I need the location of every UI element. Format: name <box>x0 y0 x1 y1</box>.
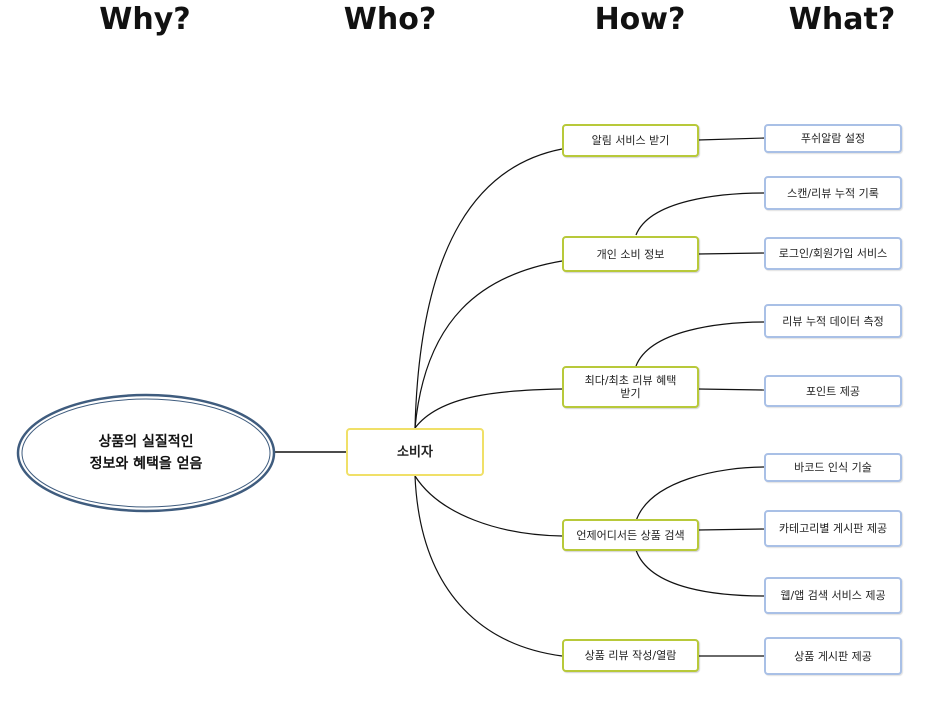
what-node: 카테고리별 게시판 제공 <box>764 510 902 547</box>
link-actor-how-1 <box>414 148 563 429</box>
root-ellipse-inner <box>21 398 271 508</box>
what-node: 푸쉬알람 설정 <box>764 124 902 153</box>
link-how4-what-7 <box>697 528 766 531</box>
how-node: 언제어디서든 상품 검색 <box>562 519 699 551</box>
what-node: 포인트 제공 <box>764 375 902 407</box>
link-how1-what-1 <box>697 137 766 141</box>
link-actor-how-4 <box>414 475 563 537</box>
root-ellipse-outer <box>16 393 276 513</box>
what-node: 상품 게시판 제공 <box>764 637 902 675</box>
link-how4-what-6 <box>635 466 766 522</box>
how-node: 상품 리뷰 작성/열람 <box>562 639 699 672</box>
link-how2-what-2 <box>635 192 766 236</box>
link-how2-what-3 <box>697 252 766 255</box>
how-node: 최다/최초 리뷰 혜택 받기 <box>562 366 699 408</box>
what-node: 로그인/회원가입 서비스 <box>764 237 902 270</box>
header-who: Who? <box>343 2 437 37</box>
link-how3-what-5 <box>697 388 766 391</box>
link-how3-what-4 <box>635 321 766 367</box>
link-how4-what-8 <box>635 549 766 597</box>
header-what: What? <box>788 2 896 37</box>
header-how: How? <box>594 2 686 37</box>
what-node: 웹/앱 검색 서비스 제공 <box>764 577 902 614</box>
how-node: 알림 서비스 받기 <box>562 124 699 157</box>
link-actor-how-2 <box>414 260 563 429</box>
what-node: 스캔/리뷰 누적 기록 <box>764 176 902 210</box>
root-label: 상품의 실질적인 정보와 혜택을 얻음 <box>89 434 203 472</box>
link-actor-how-3 <box>414 388 563 429</box>
how-node: 개인 소비 정보 <box>562 236 699 272</box>
actor-node: 소비자 <box>346 428 484 476</box>
what-node: 바코드 인식 기술 <box>764 453 902 482</box>
link-actor-how-5 <box>414 475 563 657</box>
what-node: 리뷰 누적 데이터 측정 <box>764 304 902 338</box>
header-why: Why? <box>99 2 191 37</box>
